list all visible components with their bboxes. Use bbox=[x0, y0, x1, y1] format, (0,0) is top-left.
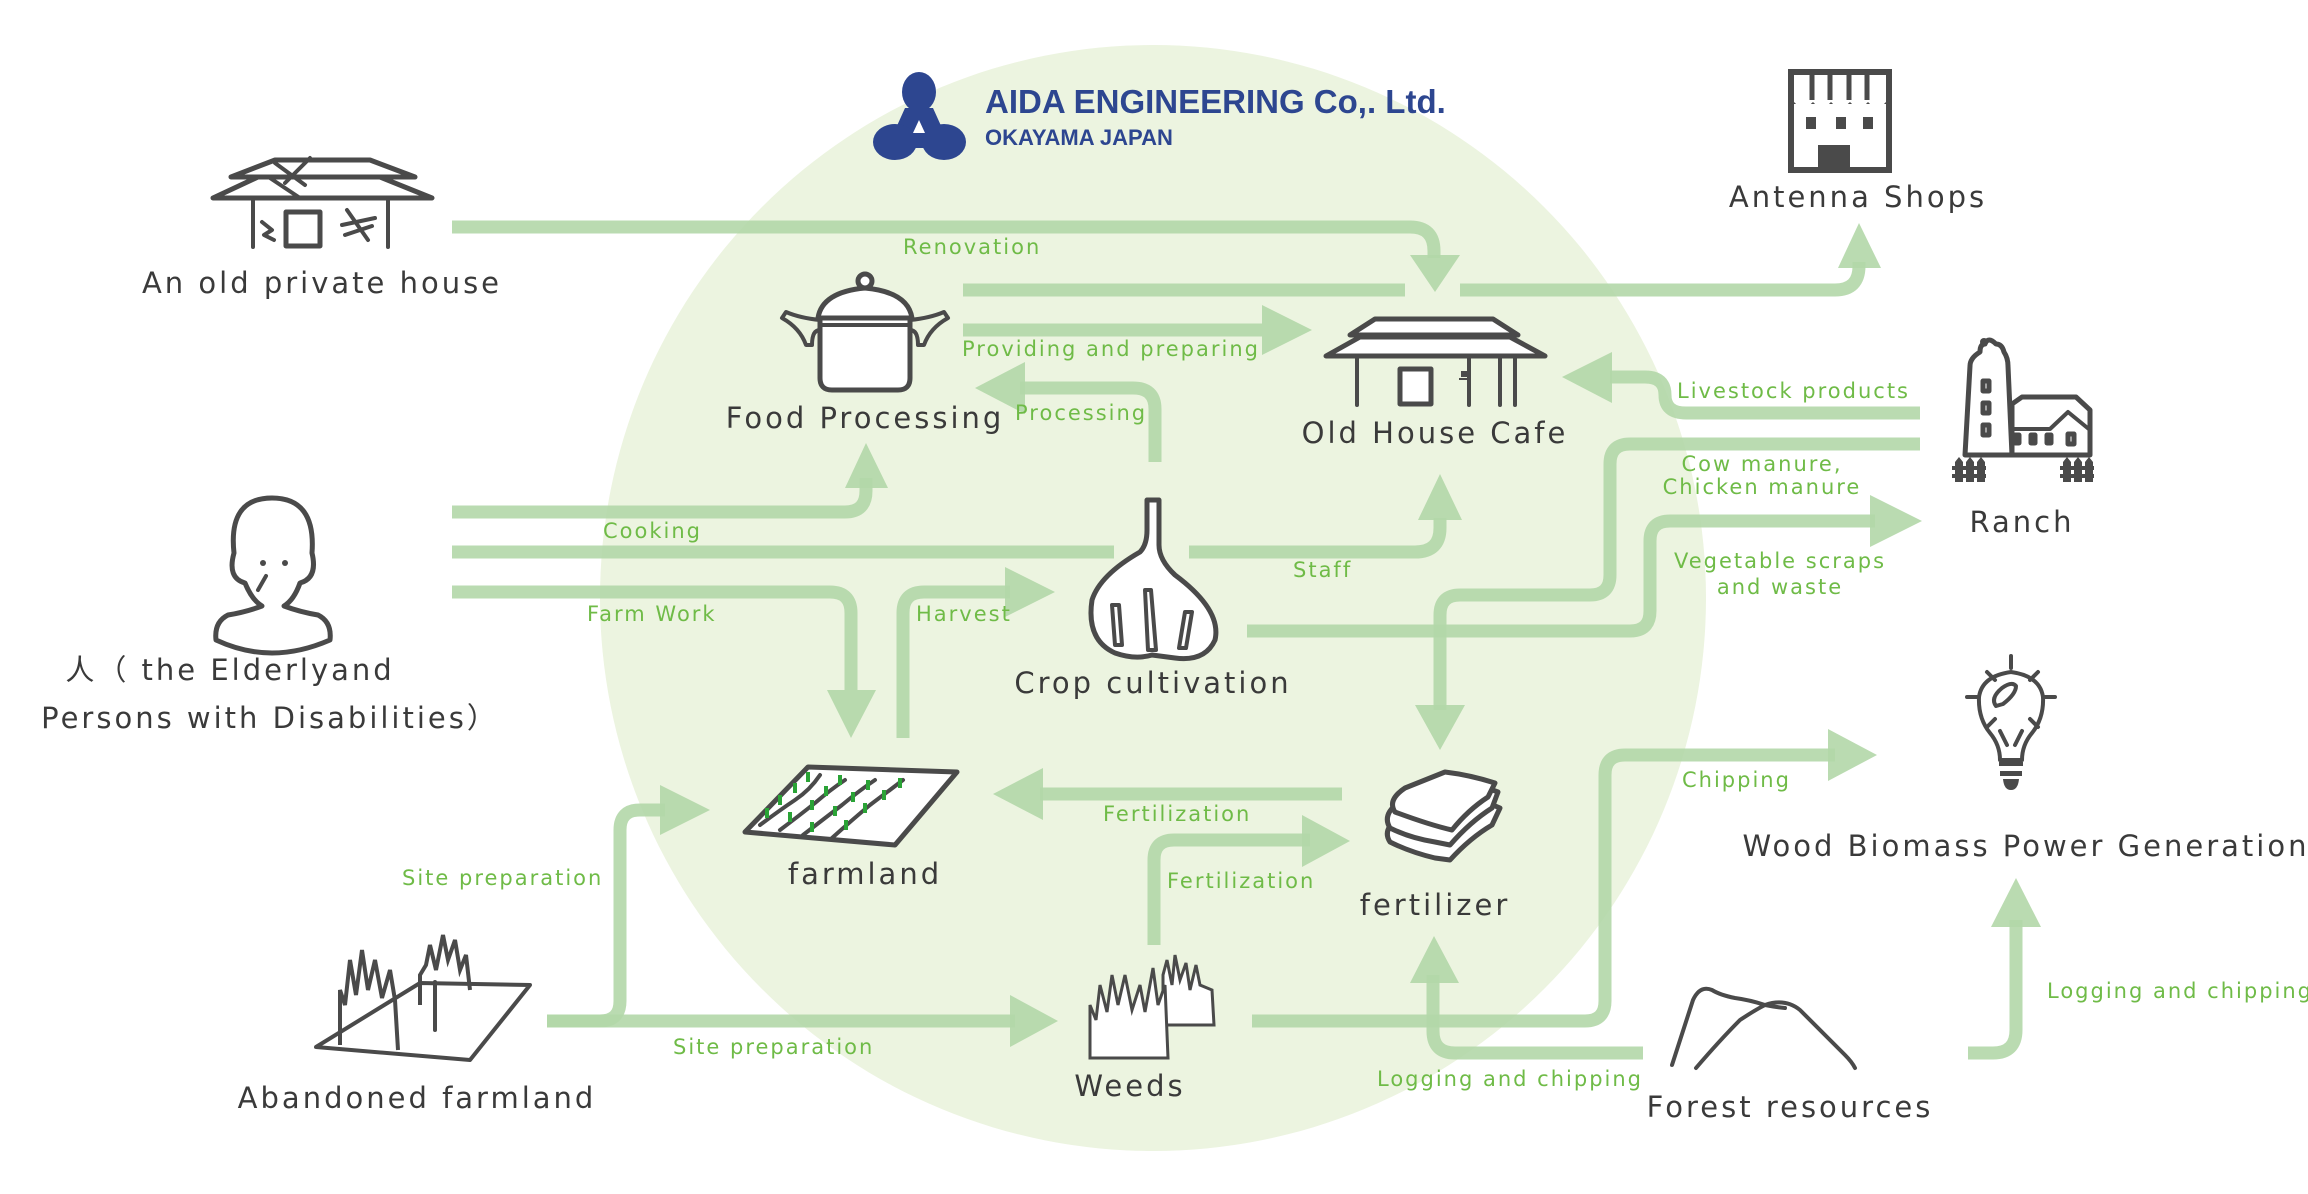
flow-labels: Renovation Providing and preparing Proce… bbox=[402, 235, 2308, 1091]
abandoned-farmland-icon bbox=[314, 934, 532, 1062]
garlic-icon bbox=[1088, 497, 1219, 662]
label-chipping: Chipping bbox=[1682, 768, 1791, 792]
arrowhead-livestock bbox=[1562, 352, 1612, 403]
food-processing-label: Food Processing bbox=[726, 401, 1005, 435]
flow-processing bbox=[1020, 381, 1162, 462]
farmland-icon bbox=[742, 764, 960, 848]
flow-farmwork bbox=[452, 585, 858, 690]
label-renovation: Renovation bbox=[903, 235, 1041, 259]
biomass-label: Wood Biomass Power Generation bbox=[1743, 829, 2308, 863]
label-site-prep-2: Site preparation bbox=[673, 1035, 874, 1059]
forest-label: Forest resources bbox=[1647, 1090, 1934, 1124]
lightbulb-icon bbox=[1965, 654, 2057, 790]
flow-manure bbox=[1433, 437, 1920, 710]
ranch-icon bbox=[1952, 337, 2094, 482]
flow-logging-2 bbox=[1968, 920, 2023, 1060]
fertilizer-label: fertilizer bbox=[1360, 888, 1511, 922]
flow-staff-b bbox=[1189, 518, 1447, 559]
arrowhead-siteprep-2 bbox=[1010, 995, 1058, 1047]
label-cooking: Cooking bbox=[603, 519, 702, 543]
crop-label: Crop cultivation bbox=[1014, 666, 1291, 700]
arrowhead-antenna bbox=[1838, 223, 1881, 268]
arrowhead-harvest bbox=[1005, 567, 1055, 617]
fertilizer-icon bbox=[1384, 769, 1503, 863]
company-name: AIDA ENGINEERING Co,. Ltd. bbox=[985, 83, 1446, 120]
arrowhead-processing bbox=[975, 362, 1025, 414]
label-logging-1: Logging and chipping bbox=[1377, 1067, 1643, 1091]
arrowhead-fertilization-1 bbox=[993, 768, 1043, 820]
weeds-icon bbox=[1088, 954, 1216, 1060]
label-processing: Processing bbox=[1015, 401, 1147, 425]
mountain-icon bbox=[1670, 986, 1857, 1070]
flow-harvest bbox=[896, 585, 1010, 738]
label-logging-2: Logging and chipping bbox=[2047, 979, 2308, 1003]
shop-icon bbox=[1788, 69, 1892, 173]
arrowhead-manure bbox=[1415, 705, 1465, 750]
person-label-line2: Persons with Disabilities） bbox=[41, 701, 499, 735]
arrowhead-farmwork bbox=[827, 690, 876, 738]
fence-icon bbox=[1952, 457, 2094, 482]
label-fertilization-1: Fertilization bbox=[1103, 802, 1251, 826]
arrowhead-logging-1 bbox=[1410, 936, 1459, 983]
flow-livestock bbox=[1610, 370, 1920, 420]
cup-icon bbox=[1461, 371, 1469, 377]
arrowhead-logging-2 bbox=[1991, 878, 2041, 927]
company-location: OKAYAMA JAPAN bbox=[985, 125, 1173, 150]
label-manure-1: Cow manure, bbox=[1681, 452, 1842, 476]
abandoned-farmland-label: Abandoned farmland bbox=[238, 1081, 597, 1115]
arrowhead-staff bbox=[1418, 474, 1462, 520]
flow-renovation bbox=[452, 220, 1441, 258]
flow-logging-1 bbox=[1426, 975, 1643, 1060]
old-house-icon bbox=[210, 156, 435, 249]
person-label-line1: 人（ the Elderlyand bbox=[65, 653, 394, 687]
arrowhead-chipping bbox=[1828, 729, 1877, 781]
company-logo: AIDA ENGINEERING Co,. Ltd. OKAYAMA JAPAN bbox=[873, 72, 1446, 160]
label-site-prep-1: Site preparation bbox=[402, 866, 603, 890]
label-harvest: Harvest bbox=[916, 602, 1012, 626]
arrowhead-renovation bbox=[1410, 255, 1460, 292]
label-staff: Staff bbox=[1293, 558, 1352, 582]
farmland-label: farmland bbox=[788, 857, 942, 891]
flow-fertilization-2 bbox=[1147, 833, 1310, 945]
label-livestock: Livestock products bbox=[1677, 379, 1910, 403]
arrowhead-siteprep-1 bbox=[660, 785, 710, 835]
flows bbox=[452, 220, 2041, 1060]
person-icon bbox=[213, 495, 333, 656]
arrowhead-providing bbox=[1262, 305, 1312, 355]
label-vegetable-1: Vegetable scraps bbox=[1674, 549, 1886, 573]
flow-cooking bbox=[452, 478, 873, 519]
arrowhead-cooking bbox=[845, 443, 888, 488]
label-fertilization-2: Fertilization bbox=[1167, 869, 1315, 893]
antenna-shops-label: Antenna Shops bbox=[1729, 180, 1987, 214]
arrowhead-fertilization-2 bbox=[1302, 815, 1350, 867]
old-house-label: An old private house bbox=[142, 266, 502, 300]
cooking-pot-icon bbox=[780, 271, 950, 393]
label-farm-work: Farm Work bbox=[587, 602, 717, 626]
label-providing: Providing and preparing bbox=[962, 337, 1260, 361]
cafe-house-icon bbox=[1323, 316, 1548, 407]
flow-vegetable bbox=[1247, 514, 1875, 638]
label-vegetable-2: and waste bbox=[1717, 575, 1843, 599]
label-manure-2: Chicken manure bbox=[1663, 475, 1862, 499]
flow-siteprep-1 bbox=[547, 803, 665, 1028]
weeds-label: Weeds bbox=[1074, 1069, 1185, 1103]
arrowhead-vegetable bbox=[1870, 495, 1922, 547]
cafe-label: Old House Cafe bbox=[1302, 416, 1569, 450]
ranch-label: Ranch bbox=[1970, 505, 2075, 539]
logo-mark-icon bbox=[873, 72, 966, 160]
flow-chipping bbox=[1252, 748, 1835, 1028]
